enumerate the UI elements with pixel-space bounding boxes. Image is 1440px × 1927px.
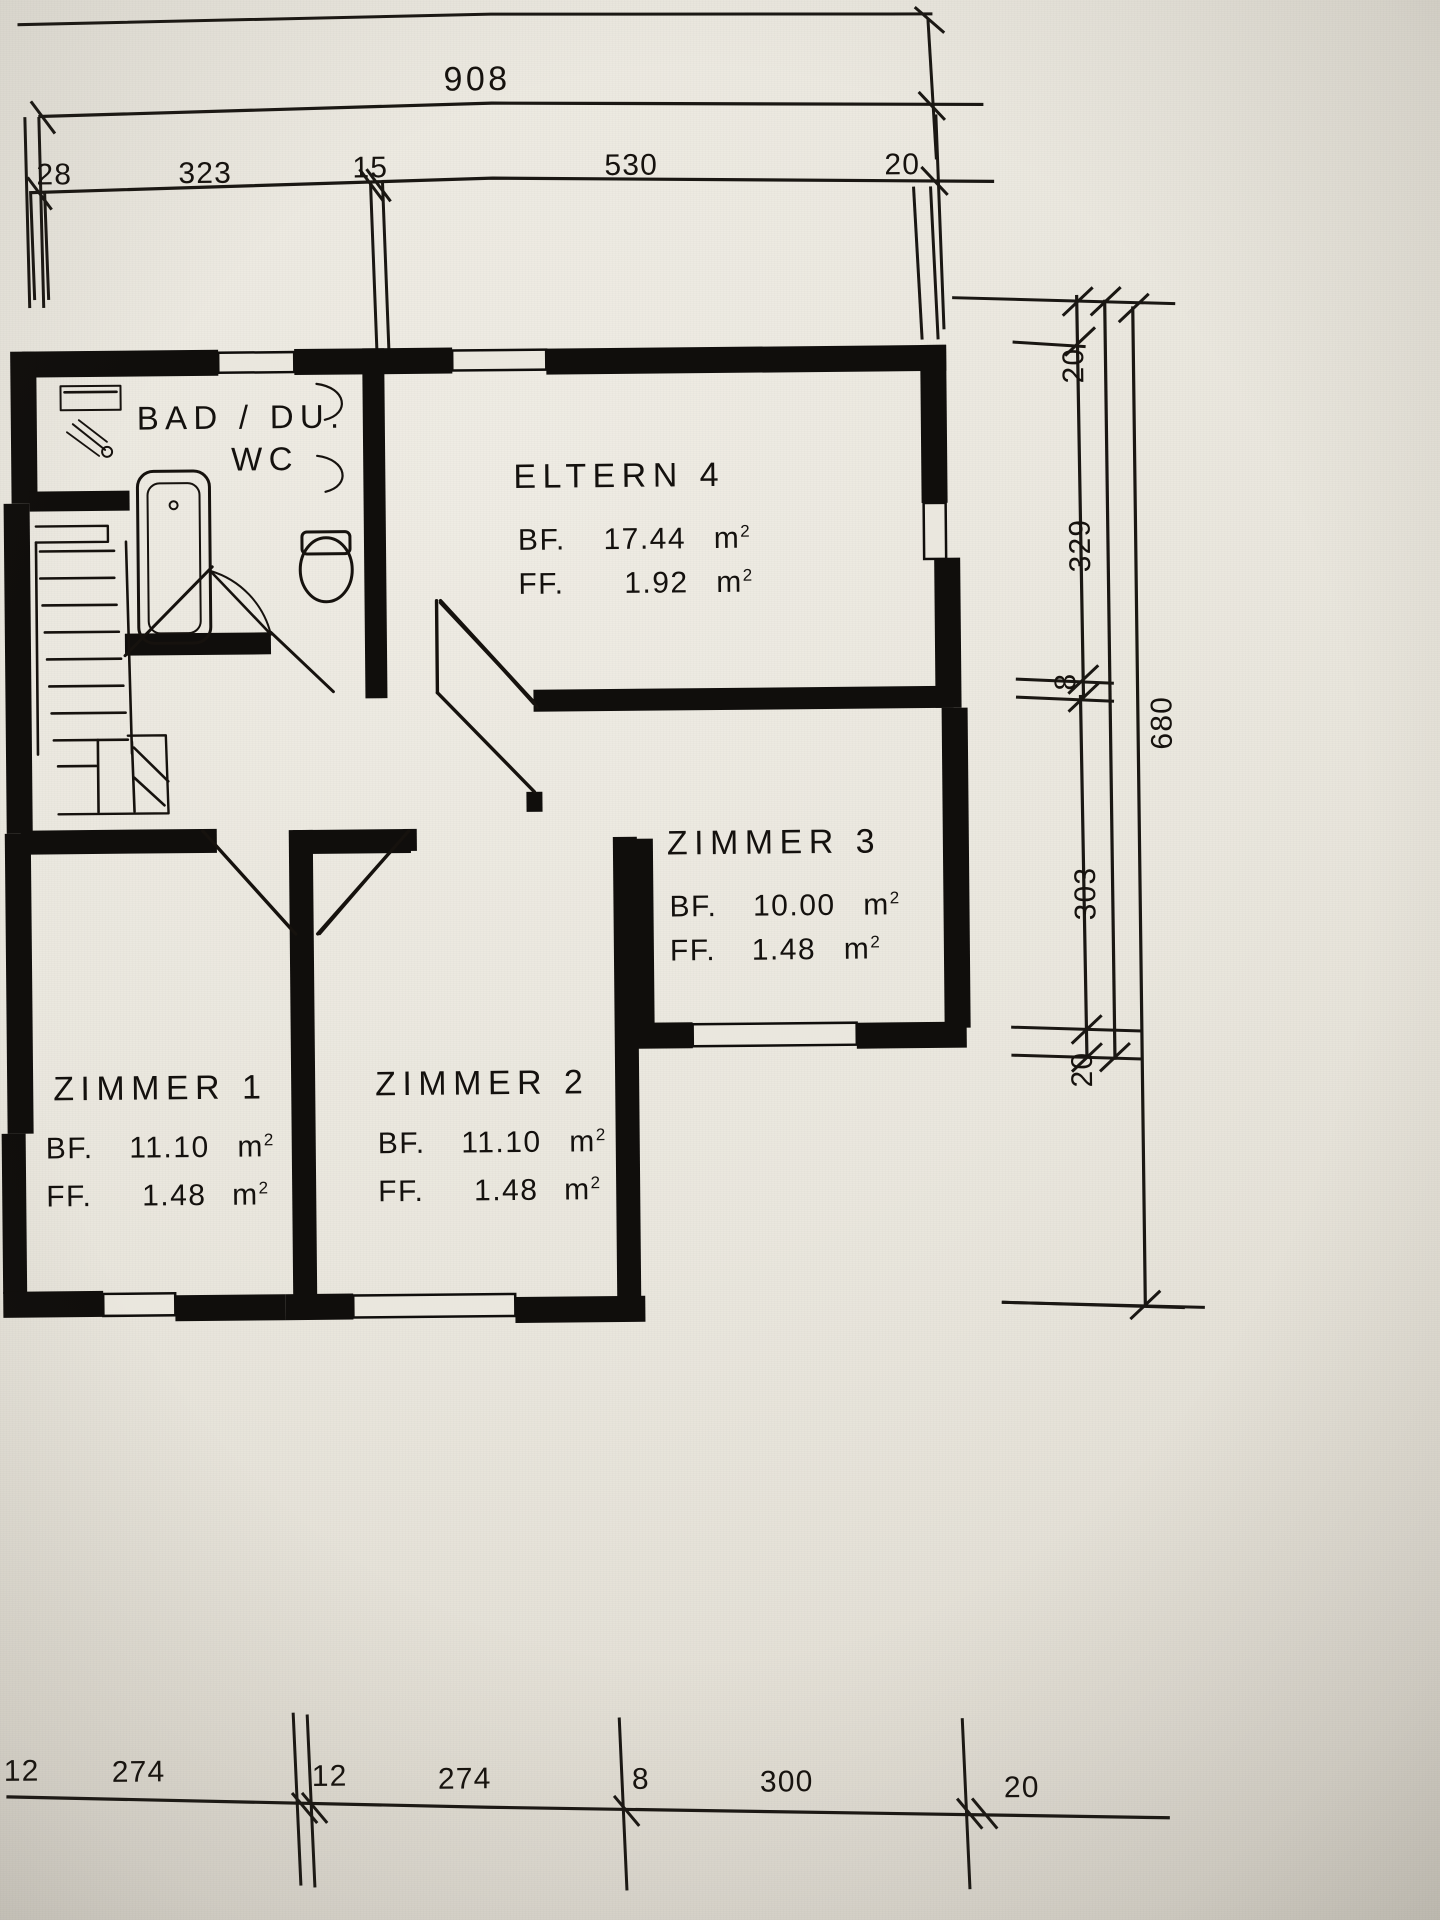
- eltern-bf-unit: m: [713, 521, 741, 556]
- eltern-bf-unit-exp: 2: [740, 521, 750, 541]
- room-area-eltern-ff: FF. 1.92 m2: [518, 566, 752, 602]
- room-area-zimmer2-bf: BF. 11.10 m2: [378, 1125, 606, 1161]
- zimmer3-bf-label: BF.: [669, 890, 718, 924]
- zimmer3-ff-unit-exp: 2: [870, 932, 880, 952]
- zimmer2-ff-unit-exp: 2: [590, 1173, 601, 1193]
- zimmer2-bf-label: BF.: [377, 1126, 426, 1161]
- dimension-right-4: 303: [1068, 866, 1103, 921]
- eltern-ff-label: FF.: [518, 567, 565, 601]
- room-label-zimmer3: ZIMMER 3: [666, 822, 882, 863]
- dimension-bottom-7: 20: [1003, 1770, 1040, 1805]
- room-area-zimmer1-ff: FF. 1.48 m2: [46, 1178, 268, 1214]
- eltern-bf-label: BF.: [517, 523, 566, 557]
- zimmer2-ff-label: FF.: [378, 1174, 425, 1209]
- dimension-right-5: 20: [1065, 1051, 1100, 1088]
- zimmer2-bf-unit: m: [569, 1125, 596, 1159]
- zimmer1-ff-label: FF.: [46, 1180, 93, 1214]
- zimmer3-bf-unit: m: [863, 888, 890, 922]
- room-label-zimmer2: ZIMMER 2: [374, 1063, 590, 1104]
- dimension-bottom-3: 12: [311, 1759, 348, 1793]
- zimmer1-ff-unit-exp: 2: [258, 1178, 269, 1198]
- zimmer1-bf-value: 11.10: [129, 1130, 210, 1165]
- eltern-ff-unit-exp: 2: [742, 565, 753, 585]
- eltern-bf-value: 17.44: [603, 522, 687, 557]
- dimension-top-2: 323: [178, 156, 233, 191]
- room-label-eltern: ELTERN 4: [513, 455, 726, 496]
- zimmer2-ff-unit: m: [563, 1173, 591, 1207]
- dimension-bottom-1: 12: [3, 1754, 40, 1788]
- dimension-top-3: 15: [352, 151, 389, 185]
- dimension-top-4: 530: [604, 148, 659, 183]
- room-area-zimmer1-bf: BF. 11.10 m2: [46, 1130, 274, 1166]
- room-label-bad-line1: BAD / DU.: [136, 397, 346, 437]
- dimension-right-overall: 680: [1145, 695, 1179, 750]
- zimmer1-bf-label: BF.: [45, 1132, 94, 1166]
- room-area-eltern-bf: BF. 17.44 m2: [518, 522, 750, 558]
- dimension-top-5: 20: [884, 148, 921, 182]
- dimension-bottom-2: 274: [111, 1755, 166, 1789]
- zimmer2-bf-value: 11.10: [461, 1125, 542, 1160]
- room-area-zimmer2-ff: FF. 1.48 m2: [378, 1173, 600, 1209]
- eltern-ff-unit: m: [716, 565, 743, 600]
- dimension-top-1: 28: [36, 158, 73, 192]
- zimmer3-bf-value: 10.00: [752, 888, 836, 923]
- room-area-zimmer3-bf: BF. 10.00 m2: [669, 888, 899, 924]
- dimension-bottom-5: 8: [631, 1762, 650, 1796]
- zimmer3-ff-value: 1.48: [751, 933, 817, 967]
- room-area-zimmer3-ff: FF. 1.48 m2: [670, 932, 880, 968]
- room-label-bad-line2: WC: [230, 440, 299, 478]
- zimmer2-ff-value: 1.48: [473, 1173, 539, 1208]
- zimmer1-ff-unit: m: [232, 1178, 259, 1212]
- zimmer1-bf-unit: m: [237, 1130, 265, 1164]
- dimension-top-overall: 908: [443, 59, 511, 99]
- dimension-right-1: 20: [1057, 347, 1091, 384]
- zimmer3-ff-label: FF.: [669, 934, 717, 968]
- dimension-right-3: 8: [1049, 672, 1083, 691]
- dimension-bottom-6: 300: [759, 1765, 814, 1799]
- zimmer3-ff-unit: m: [843, 932, 871, 966]
- zimmer1-ff-value: 1.48: [141, 1178, 207, 1213]
- eltern-ff-value: 1.92: [624, 566, 689, 600]
- zimmer2-bf-unit-exp: 2: [595, 1125, 606, 1145]
- dimension-right-2: 329: [1063, 518, 1098, 573]
- zimmer3-bf-unit-exp: 2: [889, 888, 900, 908]
- dimension-bottom-4: 274: [437, 1762, 492, 1796]
- room-label-zimmer1: ZIMMER 1: [53, 1068, 268, 1109]
- zimmer1-bf-unit-exp: 2: [263, 1130, 274, 1150]
